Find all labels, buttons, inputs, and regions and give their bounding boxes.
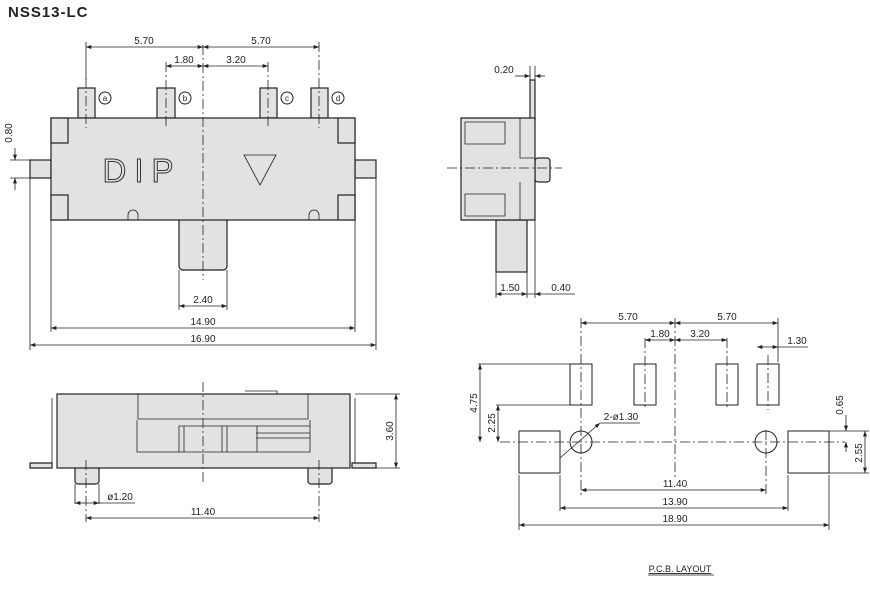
pcb-dim-1-80: 1.80 bbox=[650, 329, 670, 340]
dim-0-40: 0.40 bbox=[551, 283, 571, 294]
pcb-layout-label: P.C.B. LAYOUT bbox=[649, 564, 712, 574]
dim-post-diameter: ø1.20 bbox=[107, 492, 133, 503]
pcb-dim-2-55: 2.55 bbox=[854, 443, 865, 463]
pcb-dim-18-90: 18.90 bbox=[662, 514, 687, 525]
front-view: ø1.20 11.40 3.60 bbox=[29, 382, 400, 522]
dim-2-40: 2.40 bbox=[193, 295, 213, 306]
dim-1-50: 1.50 bbox=[500, 283, 520, 294]
pin-label-a: a bbox=[103, 94, 108, 103]
dim-1-80: 1.80 bbox=[174, 55, 194, 66]
dim-0-80: 0.80 bbox=[4, 123, 15, 143]
pcb-dim-5-70-right: 5.70 bbox=[717, 312, 737, 323]
side-view: 0.20 1.50 0.40 bbox=[447, 65, 575, 298]
pin-label-b: b bbox=[183, 94, 188, 103]
pcb-dim-13-90: 13.90 bbox=[662, 497, 687, 508]
dim-3-20: 3.20 bbox=[226, 55, 246, 66]
top-view: DIP 5.70 5.70 1.80 3.20 a b c d 2.40 14.… bbox=[4, 36, 377, 350]
triangle-mark-icon bbox=[243, 154, 277, 186]
dip-marking: DIP bbox=[102, 152, 181, 189]
pcb-dim-4-75: 4.75 bbox=[469, 393, 480, 413]
pcb-dim-1-30: 1.30 bbox=[787, 336, 807, 347]
dim-14-90: 14.90 bbox=[190, 317, 215, 328]
pcb-dim-11-40: 11.40 bbox=[663, 479, 688, 490]
pcb-layout: 5.70 5.70 1.80 3.20 1.30 2-ø1.30 4.75 2.… bbox=[469, 312, 869, 576]
dim-0-20: 0.20 bbox=[494, 65, 514, 76]
dim-11-40-front: 11.40 bbox=[191, 507, 216, 518]
pcb-dim-2-25: 2.25 bbox=[487, 413, 498, 433]
pcb-hole-note: 2-ø1.30 bbox=[604, 412, 639, 423]
dim-3-60: 3.60 bbox=[385, 421, 396, 441]
part-number-title: NSS13-LC bbox=[8, 4, 89, 21]
dim-5-70-left: 5.70 bbox=[134, 36, 154, 47]
pcb-dim-3-20: 3.20 bbox=[690, 329, 710, 340]
pin-label-d: d bbox=[336, 94, 340, 103]
dim-16-90: 16.90 bbox=[190, 334, 215, 345]
pcb-dim-5-70-left: 5.70 bbox=[618, 312, 638, 323]
dim-5-70-right: 5.70 bbox=[251, 36, 271, 47]
pin-label-c: c bbox=[285, 94, 289, 103]
pcb-dim-0-65: 0.65 bbox=[835, 395, 846, 415]
